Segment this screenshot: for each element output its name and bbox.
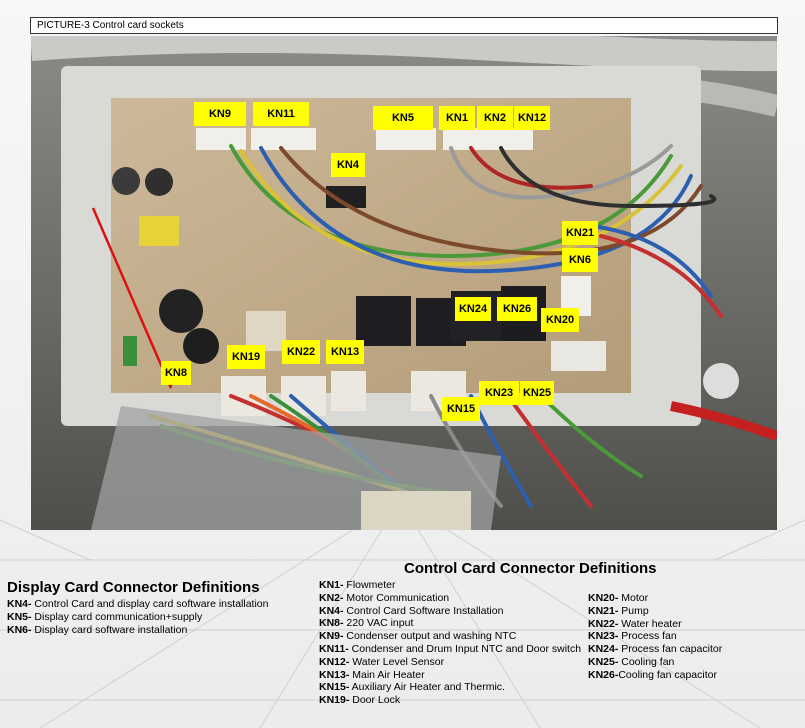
connector-tag-kn1: KN1 bbox=[439, 106, 475, 130]
connector-tag-kn15: KN15 bbox=[442, 397, 480, 421]
connector-tag-kn24: KN24 bbox=[455, 297, 491, 321]
list-item: KN19- Door Lock bbox=[319, 694, 401, 707]
control-card-definitions-left: KN1- Flowmeter KN2- Motor Communication … bbox=[319, 579, 581, 707]
connector-tag-kn21: KN21 bbox=[562, 221, 598, 245]
list-item: KN15- Auxiliary Air Heater and Thermic. bbox=[319, 681, 505, 694]
list-item: KN5- Display card communication+supply bbox=[7, 610, 203, 623]
connector-tag-kn12: KN12 bbox=[514, 106, 550, 130]
connector-tag-kn8: KN8 bbox=[161, 361, 191, 385]
connector-tag-kn2: KN2 bbox=[477, 106, 513, 130]
display-card-definitions: KN4- Control Card and display card softw… bbox=[7, 598, 268, 636]
list-item: KN8- 220 VAC input bbox=[319, 617, 414, 630]
control-card-photo: KN9 KN11 KN5 KN1 KN2 KN12 KN4 KN21 KN6 K… bbox=[31, 36, 777, 530]
list-item: KN13- Main Air Heater bbox=[319, 668, 425, 681]
list-item: KN25- Cooling fan bbox=[588, 655, 675, 668]
connector-tag-kn23: KN23 bbox=[479, 381, 519, 405]
connector-tag-kn20: KN20 bbox=[541, 308, 579, 332]
display-card-title: Display Card Connector Definitions bbox=[7, 579, 260, 596]
list-item: KN11- Condenser and Drum Input NTC and D… bbox=[319, 642, 582, 655]
control-card-definitions-right: KN20- Motor KN21- Pump KN22- Water heate… bbox=[588, 592, 722, 682]
list-item: KN23- Process fan bbox=[588, 630, 677, 643]
list-item: KN4- Control Card and display card softw… bbox=[7, 598, 269, 610]
list-item: KN24- Process fan capacitor bbox=[588, 643, 723, 656]
connector-tag-kn19: KN19 bbox=[227, 345, 265, 369]
perspective-grid bbox=[0, 500, 805, 728]
connector-tag-kn22: KN22 bbox=[282, 340, 320, 364]
connector-tag-kn25: KN25 bbox=[520, 381, 554, 405]
list-item: KN9- Condenser output and washing NTC bbox=[319, 630, 517, 643]
picture-caption: PICTURE-3 Control card sockets bbox=[30, 17, 778, 34]
list-item: KN4- Control Card Software Installation bbox=[319, 604, 504, 617]
connector-tag-kn4: KN4 bbox=[331, 153, 365, 177]
connector-tag-kn11: KN11 bbox=[253, 102, 309, 126]
list-item: KN26-Cooling fan capacitor bbox=[588, 668, 717, 681]
list-item: KN1- Flowmeter bbox=[319, 579, 396, 591]
list-item: KN2- Motor Communication bbox=[319, 591, 450, 604]
connector-tag-kn5: KN5 bbox=[373, 106, 433, 130]
connector-tag-kn6: KN6 bbox=[562, 248, 598, 272]
list-item: KN12- Water Level Sensor bbox=[319, 655, 445, 668]
list-item: KN21- Pump bbox=[588, 604, 649, 617]
list-item: KN20- Motor bbox=[588, 592, 649, 604]
list-item: KN22- Water heater bbox=[588, 617, 682, 630]
connector-tag-kn9: KN9 bbox=[194, 102, 246, 126]
list-item: KN6- Display card software installation bbox=[7, 623, 188, 636]
connector-tag-kn13: KN13 bbox=[326, 340, 364, 364]
control-card-title: Control Card Connector Definitions bbox=[404, 560, 657, 577]
connector-tag-kn26: KN26 bbox=[497, 297, 537, 321]
